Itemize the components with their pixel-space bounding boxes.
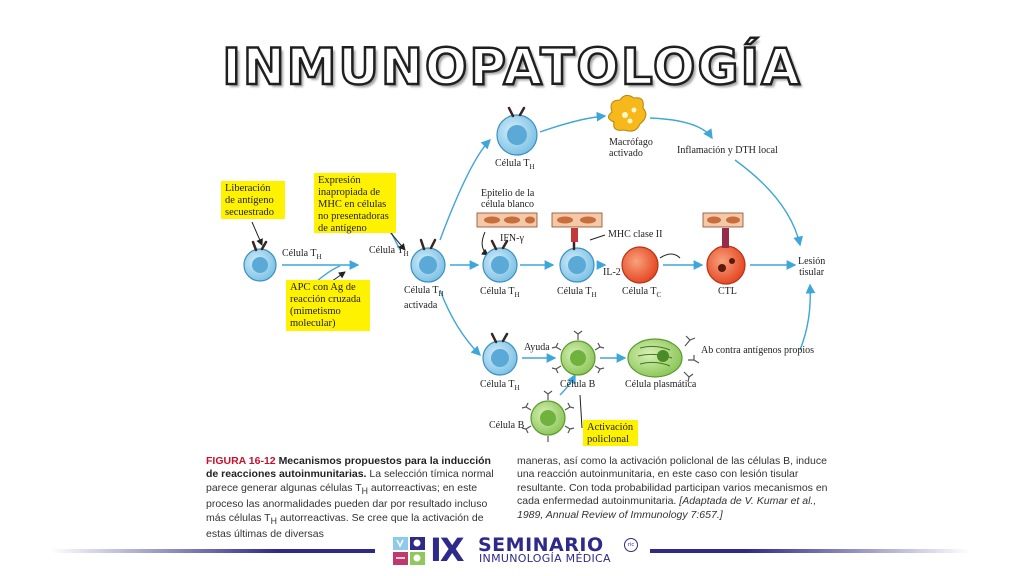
label-th-mhc: Célula TH xyxy=(557,286,597,299)
label-ctl: CTL xyxy=(718,286,737,297)
label-th-2: Célula TH xyxy=(369,245,409,258)
ctl-cell xyxy=(706,228,746,285)
t-cell-activated xyxy=(410,247,446,283)
label-ayuda: Ayuda xyxy=(524,342,550,353)
tc-cell xyxy=(621,246,659,284)
arrow-to-lower xyxy=(439,289,481,356)
arrow-to-upper xyxy=(439,139,491,241)
arrow-macrophage-to-inflam xyxy=(649,117,713,140)
label-th-1: Célula TH xyxy=(282,248,322,261)
t-cells xyxy=(243,114,595,376)
flow-arrows xyxy=(282,111,816,396)
label-th-lower: Célula TH xyxy=(480,379,520,392)
box-liberacion: Liberación de antígeno secuestrado xyxy=(221,181,285,219)
logo-seminario: SEMINARIO xyxy=(478,534,604,556)
b-cells xyxy=(530,340,596,436)
arrow-inflam-to-lesion xyxy=(734,159,803,247)
t-cell-mid xyxy=(482,247,518,283)
t-cell-top xyxy=(496,114,538,156)
label-il2: IL-2 xyxy=(603,267,621,278)
box-apc: APC con Ag de reacción cruzada (mimetism… xyxy=(286,280,370,331)
arrow-top-to-macrophage xyxy=(539,111,607,133)
logo-icons xyxy=(393,537,425,565)
b-cell-receptors xyxy=(521,330,605,442)
label-inflamacion: Inflamación y DTH local xyxy=(677,145,778,156)
t-cell-mhc xyxy=(559,247,595,283)
label-ab-contra: Ab contra antígenos propios xyxy=(701,345,815,356)
t-cell-lower xyxy=(482,340,518,376)
caption-right: maneras, así como la activación policlon… xyxy=(517,455,828,521)
box-expresion: Expresión inapropiada de MHC en células … xyxy=(314,173,396,234)
label-b-upper: Célula B xyxy=(560,379,596,390)
mhc-ii-molecule xyxy=(571,228,578,242)
caption-left: FIGURA 16-12 Mecanismos propuestos para … xyxy=(206,455,494,541)
slide-title: INMUNOPATOLOGÍA xyxy=(221,37,802,98)
seminario-logo: IX SEMINARIO INMUNOLOGÍA MÉDICA ric xyxy=(392,532,638,568)
footer-bar-right xyxy=(650,549,970,553)
label-mhc-clase: MHC clase II xyxy=(608,229,663,240)
figure-label: FIGURA 16-12 xyxy=(206,455,276,467)
footer-bar-left xyxy=(50,549,375,553)
caption-bold: Mecanismos propuestos para la inducción … xyxy=(206,455,491,481)
t-cell-initial xyxy=(243,248,277,282)
arrow-b2-up xyxy=(559,373,576,396)
label-ifn: IFN-γ xyxy=(500,233,524,244)
logo-subtitle: INMUNOLOGÍA MÉDICA xyxy=(479,552,611,565)
label-th-top: Célula TH xyxy=(495,158,535,171)
logo-roman: IX xyxy=(430,531,465,569)
logo-mark: ric xyxy=(624,538,638,552)
label-plasmatica: Célula plasmática xyxy=(625,379,697,390)
b-cell-upper xyxy=(560,340,596,376)
macrophage xyxy=(608,94,647,132)
plasma-cell xyxy=(627,338,683,378)
label-th-mid: Célula TH xyxy=(480,286,520,299)
b-cell-lower xyxy=(530,400,566,436)
epithelium-layer xyxy=(476,212,744,228)
box-activacion: Activación policlonal xyxy=(583,420,638,446)
label-tc: Célula TC xyxy=(622,286,662,299)
antibodies xyxy=(683,335,700,383)
arrow-ab-to-lesion xyxy=(799,283,816,351)
label-b-lower: Célula B xyxy=(489,420,525,431)
